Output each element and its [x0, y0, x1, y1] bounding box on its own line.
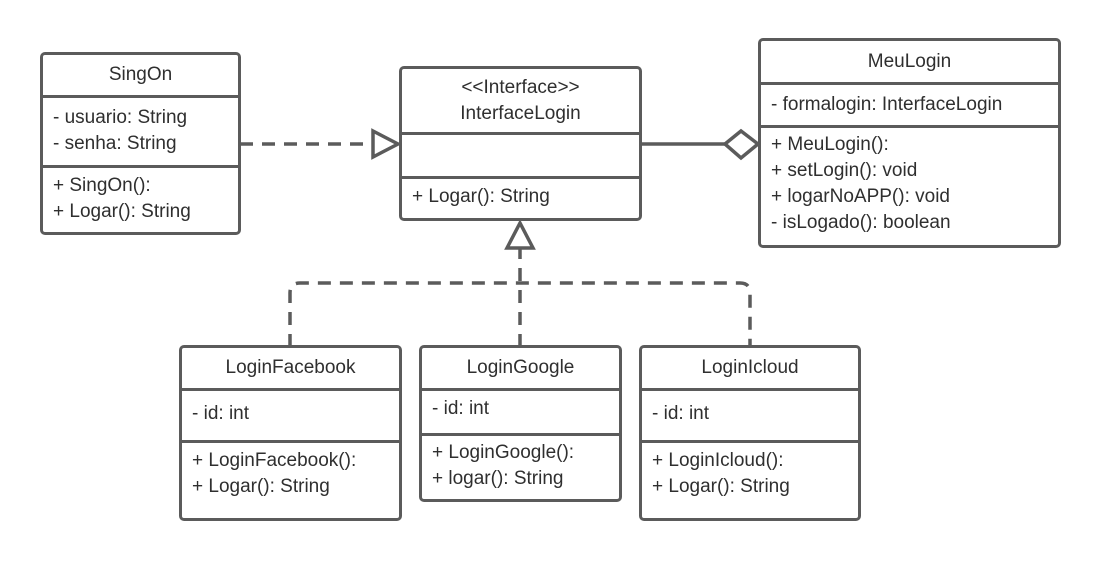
method: + LoginFacebook():: [192, 450, 357, 471]
method: + MeuLogin():: [771, 134, 889, 155]
methods-compartment: + Logar(): String: [402, 179, 639, 210]
singon-realization-arrowhead: [371, 128, 402, 160]
attribute: - usuario: String: [53, 107, 188, 128]
method: + logarNoAPP(): void: [771, 186, 950, 207]
methods-compartment: + LoginFacebook(): + Logar(): String: [182, 443, 399, 500]
attributes-compartment: - formalogin: InterfaceLogin: [761, 85, 1058, 128]
attributes-compartment: - id: int: [422, 391, 619, 436]
attributes-compartment: - usuario: String - senha: String: [43, 98, 238, 168]
realization-tree-lines: [288, 248, 752, 347]
class-interfacelogin[interactable]: <<Interface>> InterfaceLogin + Logar(): …: [399, 66, 642, 221]
class-name: MeuLogin: [867, 50, 952, 72]
methods-compartment: + MeuLogin(): + setLogin(): void + logar…: [761, 128, 1058, 236]
class-loginicloud[interactable]: LoginIcloud - id: int + LoginIcloud(): +…: [639, 345, 861, 521]
aggregation-diamond: [722, 128, 761, 161]
class-name: LoginFacebook: [225, 357, 356, 378]
method: + setLogin(): void: [771, 160, 918, 181]
attribute: - id: int: [652, 403, 710, 424]
methods-compartment: + LoginGoogle(): + logar(): String: [422, 436, 619, 492]
class-logingoogle[interactable]: LoginGoogle - id: int + LoginGoogle(): +…: [419, 345, 622, 502]
method: + Logar(): String: [412, 186, 550, 207]
method: + logar(): String: [432, 468, 564, 489]
method: + Logar(): String: [53, 201, 191, 222]
class-singon[interactable]: SingOn - usuario: String - senha: String…: [40, 52, 241, 235]
method: + LoginGoogle():: [432, 442, 575, 463]
class-name: InterfaceLogin: [460, 102, 581, 124]
class-name: LoginIcloud: [701, 357, 799, 378]
class-name: LoginGoogle: [466, 357, 575, 378]
class-name-compartment: LoginGoogle: [422, 348, 619, 391]
attribute: - id: int: [192, 403, 250, 424]
methods-compartment: + SingOn(): + Logar(): String: [43, 168, 238, 225]
class-name-compartment: <<Interface>> InterfaceLogin: [402, 69, 639, 135]
class-name-compartment: LoginFacebook: [182, 348, 399, 391]
attributes-compartment: - id: int: [182, 391, 399, 443]
attribute: - senha: String: [53, 133, 177, 154]
attribute: - id: int: [432, 398, 490, 419]
class-name-compartment: SingOn: [43, 55, 238, 98]
method: + Logar(): String: [652, 476, 790, 497]
attribute: - formalogin: InterfaceLogin: [771, 94, 1003, 115]
attributes-compartment: - id: int: [642, 391, 858, 443]
method: + LoginIcloud():: [652, 450, 784, 471]
class-name: SingOn: [108, 64, 173, 85]
attributes-compartment: [402, 135, 639, 179]
class-name-compartment: LoginIcloud: [642, 348, 858, 391]
stereotype-label: <<Interface>>: [461, 76, 580, 98]
method: + SingOn():: [53, 175, 151, 196]
methods-compartment: + LoginIcloud(): + Logar(): String: [642, 443, 858, 500]
class-name-compartment: MeuLogin: [761, 41, 1058, 85]
class-loginfacebook[interactable]: LoginFacebook - id: int + LoginFacebook(…: [179, 345, 402, 521]
method: + Logar(): String: [192, 476, 330, 497]
tree-realization-arrowhead: [504, 219, 536, 250]
method: - isLogado(): boolean: [771, 212, 951, 233]
class-meulogin[interactable]: MeuLogin - formalogin: InterfaceLogin + …: [758, 38, 1061, 248]
